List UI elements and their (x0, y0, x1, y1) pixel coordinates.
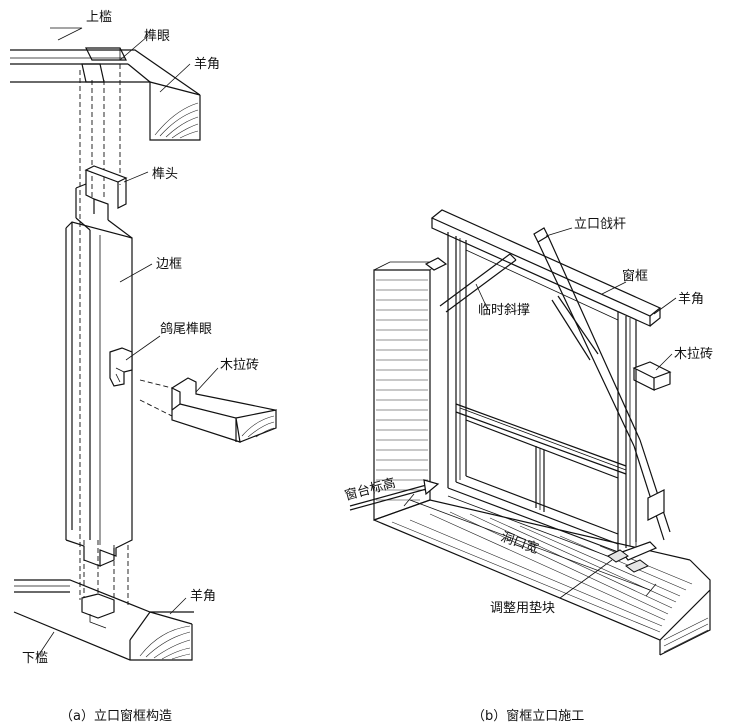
side-frame-drawing (65, 165, 133, 567)
label-shim: 调整用垫块 (490, 600, 555, 616)
top-rail-end-grain (154, 102, 199, 139)
caption-b: （b）窗框立口施工 (472, 708, 584, 724)
bottom-rail-end-grain (139, 625, 191, 660)
assembly-guides (79, 64, 181, 612)
label-frame: 窗框 (622, 268, 648, 284)
label-stake: 立口戗杆 (574, 217, 626, 232)
label-wood-brick-b: 木拉砖 (674, 347, 713, 362)
panel-a: 上槛 榫眼 羊角 榫头 边框 鸽尾榫眼 木拉砖 羊角 下槛 （a）立口窗框构造 (10, 10, 278, 724)
label-dovetail-mortise: 鸽尾榫眼 (160, 321, 212, 337)
shim-block (607, 549, 649, 573)
panel-a-leaders (37, 27, 219, 657)
window-frame-drawing (430, 209, 662, 561)
caption-a: （a）立口窗框构造 (60, 708, 172, 724)
label-bottom-rail: 下槛 (22, 651, 48, 666)
label-horn-bottom: 羊角 (190, 588, 216, 604)
label-side-frame: 边框 (156, 257, 182, 272)
sill-slab (373, 499, 711, 656)
label-horn-b: 羊角 (678, 291, 704, 307)
label-mortise: 榫眼 (144, 29, 170, 44)
top-rail-drawing (10, 47, 201, 141)
label-brace: 临时斜撑 (478, 303, 530, 318)
panel-b-leaders (475, 227, 677, 599)
panel-b: 立口戗杆 窗框 羊角 木拉砖 临时斜撑 窗台标高 洞口宽 调整用垫块 （b）窗框… (343, 209, 713, 724)
wood-brick-drawing (171, 377, 278, 443)
label-wood-brick-a: 木拉砖 (220, 358, 259, 373)
label-horn-top: 羊角 (194, 56, 220, 72)
opening-width-dimension (403, 493, 657, 597)
label-tenon: 榫头 (152, 167, 178, 182)
wood-brick-right (424, 257, 672, 391)
bottom-rail-drawing (13, 579, 194, 661)
label-top-rail: 上槛 (86, 10, 112, 25)
temporary-brace (439, 253, 517, 313)
label-opening-width: 洞口宽 (499, 529, 541, 557)
sill-level-arrow (349, 479, 440, 511)
stake-drawing (533, 227, 671, 541)
